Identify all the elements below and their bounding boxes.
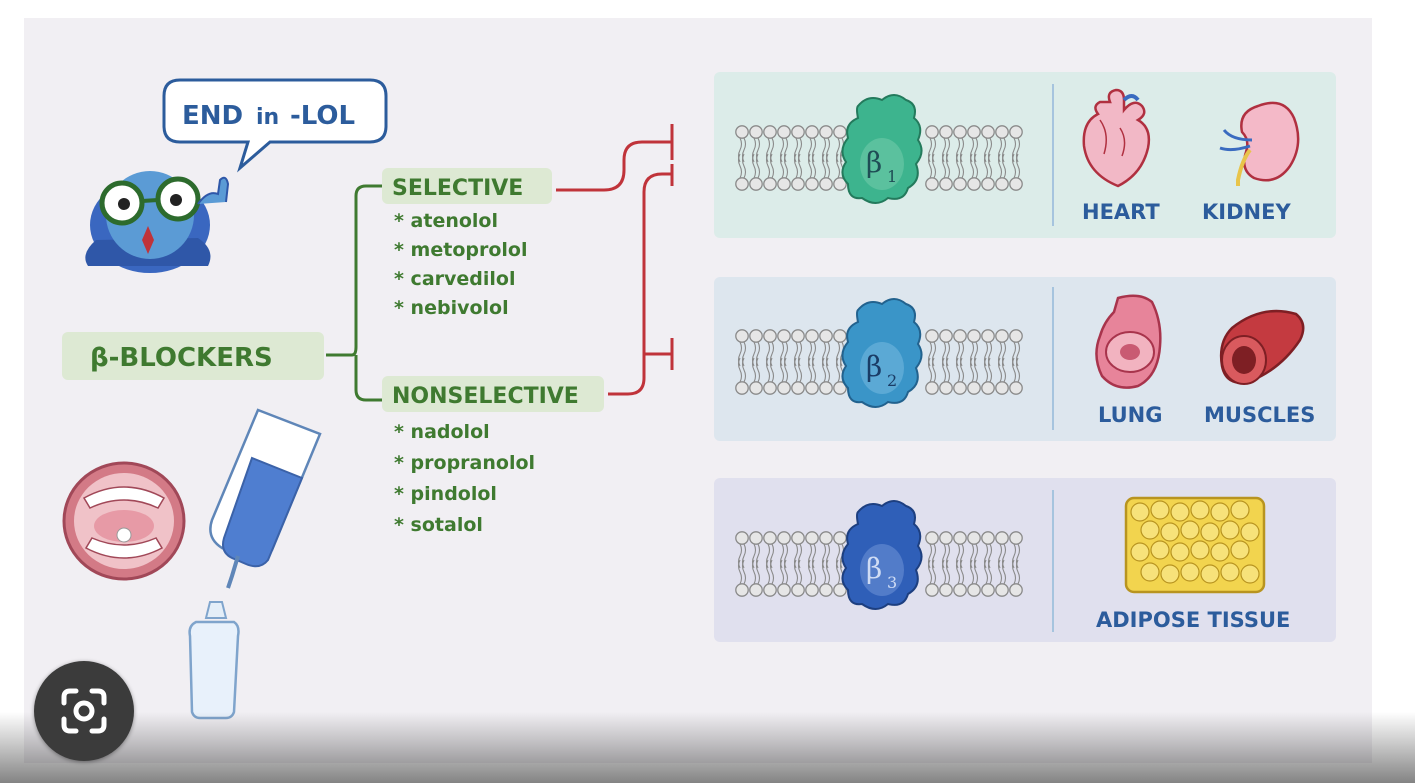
nonselective-label: NONSELECTIVE [392,384,579,409]
beta1-symbol: β [866,146,882,179]
beta1-subscript: 1 [887,167,897,186]
lens-search-button[interactable] [34,661,134,761]
classification-branch [326,184,384,402]
nonselective-label-bg [382,376,604,412]
beta2-receptor-protein [841,298,923,408]
bubble-word-lol: -LOL [290,101,355,131]
organ-label-kidney: KIDNEY [1202,200,1291,224]
organ-label-muscles: MUSCLES [1204,403,1315,427]
selective-drug: * atenolol [394,210,498,232]
heart-icon [1082,88,1151,188]
inhibition-lines [556,124,674,396]
bottom-shade [0,712,1415,783]
lens-camera-icon [61,688,107,734]
organ-label-lung: LUNG [1098,403,1163,427]
adipose-tissue-icon [1124,496,1266,594]
selective-label-bg [382,168,552,204]
iv-bag-icon [209,408,322,589]
beta2-subscript: 2 [887,371,897,390]
selective-drug: * nebivolol [394,297,509,319]
selective-drug: * carvedilol [394,268,515,290]
beta1-receptor-protein [841,94,923,204]
bubble-word-end: END [182,101,243,131]
lung-airway-icon [1095,294,1162,389]
doctor-mascot-icon [85,171,230,273]
selective-label: SELECTIVE [392,176,523,201]
speech-bubble: END in -LOL [162,78,388,173]
muscle-vessel-icon [1219,309,1305,385]
nonselective-drug: * nadolol [394,421,490,443]
bubble-word-in: in [256,105,279,130]
mouth-pill-icon [62,461,186,581]
beta3-receptor-protein [841,500,923,610]
root-label: β-BLOCKERS [90,343,273,373]
eye-drop-bottle-icon [188,601,240,720]
selective-drug: * metoprolol [394,239,527,261]
kidney-icon [1219,101,1300,186]
beta2-symbol: β [866,350,882,383]
organ-label-adipose: ADIPOSE TISSUE [1096,608,1290,632]
root-label-bg [62,332,324,380]
nonselective-drug: * propranolol [394,452,535,474]
beta3-subscript: 3 [887,573,897,592]
nonselective-drug: * pindolol [394,483,497,505]
nonselective-drug: * sotalol [394,514,483,536]
beta3-symbol: β [866,552,882,585]
organ-label-heart: HEART [1082,200,1160,224]
